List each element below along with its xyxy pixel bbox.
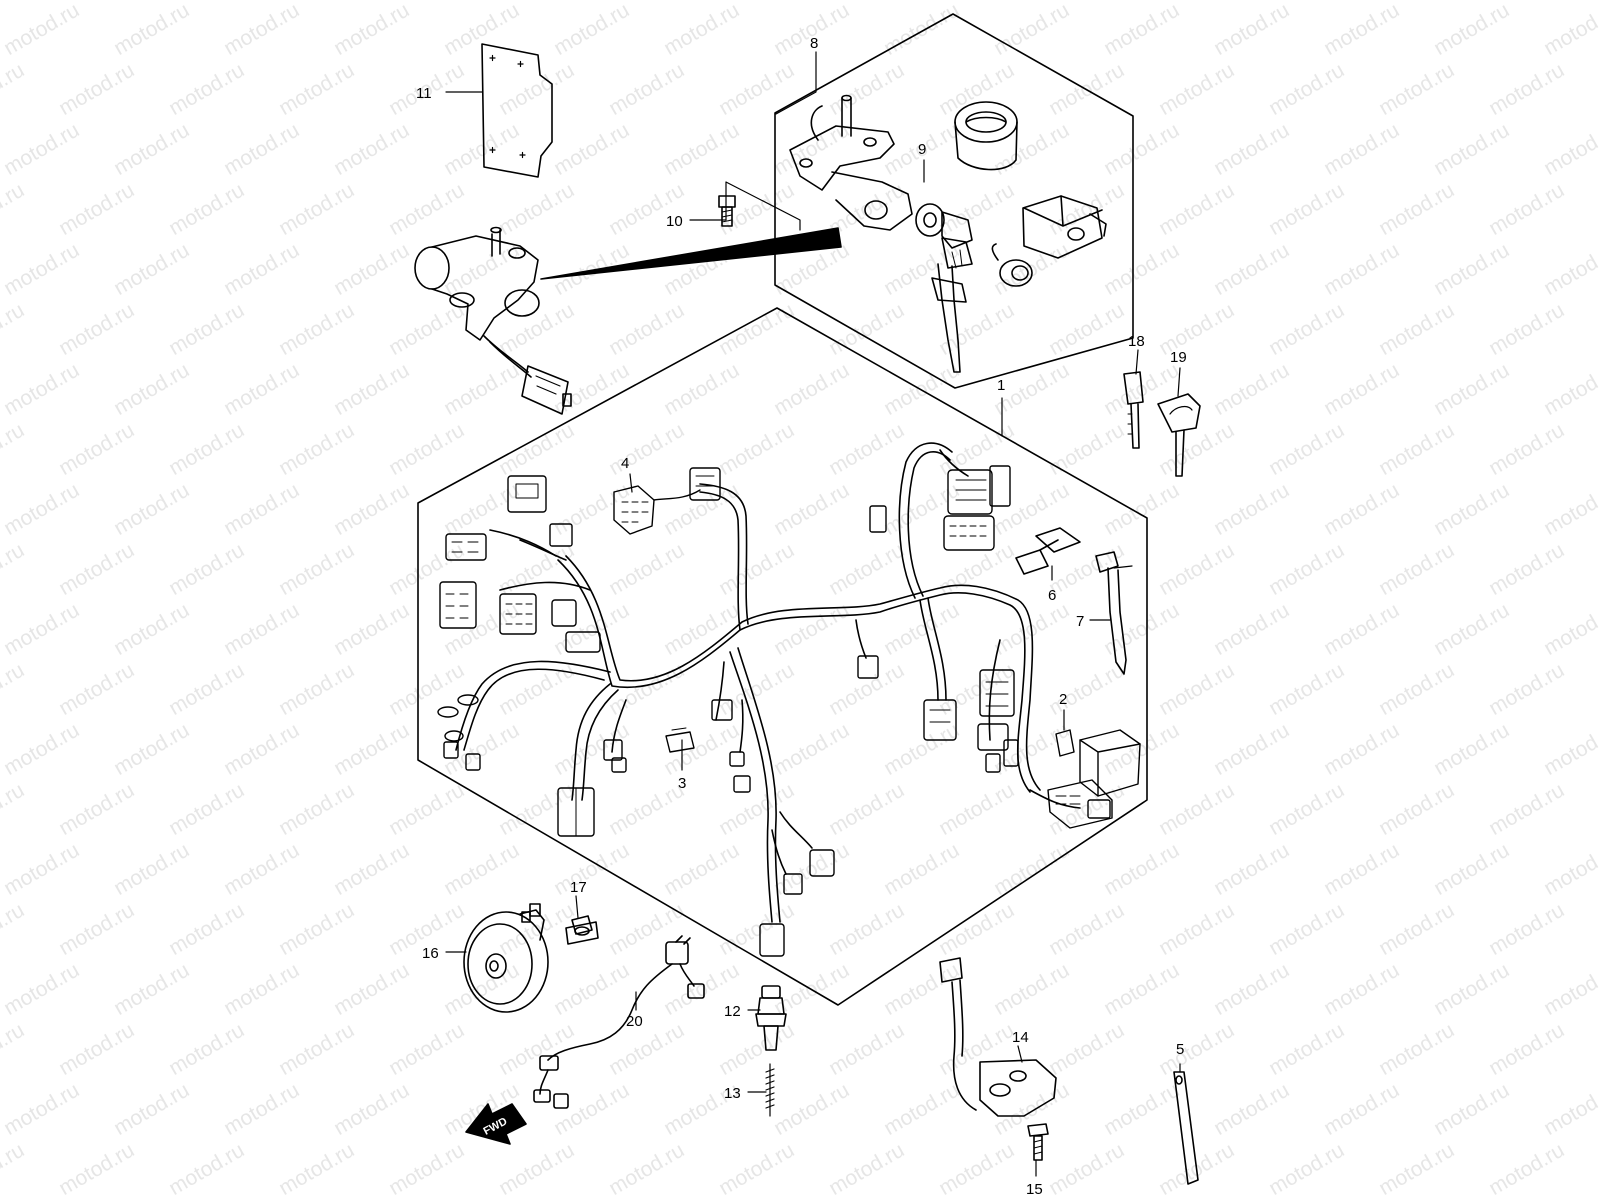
callout-2: 2: [1059, 691, 1067, 708]
callout-1: 1: [997, 377, 1005, 394]
cable-tie-7: [1095, 551, 1133, 675]
callout-5: 5: [1176, 1041, 1184, 1058]
callout-16: 16: [422, 945, 439, 962]
ignition-pointer-wedge: [540, 227, 842, 280]
key-pair-in-kit: [931, 211, 973, 373]
ignition-kit-frame: [774, 13, 1134, 389]
sensor-14: [939, 957, 1057, 1117]
screw-10: [718, 195, 736, 227]
callout-15: 15: [1026, 1181, 1043, 1198]
horn-lead-20: [533, 935, 705, 1109]
leader-lines: [445, 51, 1181, 1177]
spring-13: [765, 1063, 775, 1117]
ignition-lock-9: [789, 94, 945, 237]
strap-5: [1173, 1071, 1199, 1185]
callout-10: 10: [666, 213, 683, 230]
callout-12: 12: [724, 1003, 741, 1020]
callout-17: 17: [570, 879, 587, 896]
callout-6: 6: [1048, 587, 1056, 604]
callout-20: 20: [626, 1013, 643, 1030]
ignition-switch-assembly: [414, 226, 572, 415]
lock-cylinder-small: [991, 243, 1033, 287]
callout-7: 7: [1076, 613, 1084, 630]
key-19: [1157, 393, 1201, 477]
switch-12: [755, 985, 787, 1051]
callout-8: 8: [810, 35, 818, 52]
lock-cap-cover: [954, 101, 1018, 171]
wiring-harness-frame: [417, 307, 1148, 1006]
clamp-6: [1015, 527, 1081, 575]
fwd-direction-arrow: FWD: [465, 1103, 527, 1145]
key-18: [1123, 371, 1144, 449]
callout-18: 18: [1128, 333, 1145, 350]
bolt-17: [565, 915, 599, 945]
callout-11: 11: [416, 85, 432, 102]
screw-15: [1027, 1123, 1049, 1161]
callout-14: 14: [1012, 1029, 1029, 1046]
callout-13: 13: [724, 1085, 741, 1102]
callout-19: 19: [1170, 349, 1187, 366]
horn-16: [463, 903, 549, 1013]
harness-connectors: [437, 465, 1141, 957]
wiring-harness-1: [455, 442, 1081, 923]
lock-housing-block: [1022, 195, 1107, 259]
bracket-plate-11: [481, 43, 553, 178]
callouts: 1 2 3 4 5 6 7 8 9 10 11 12 13 14 15 16 1…: [416, 35, 1187, 1198]
callout-4: 4: [621, 455, 629, 472]
callout-9: 9: [918, 141, 926, 158]
callout-3: 3: [678, 775, 686, 792]
